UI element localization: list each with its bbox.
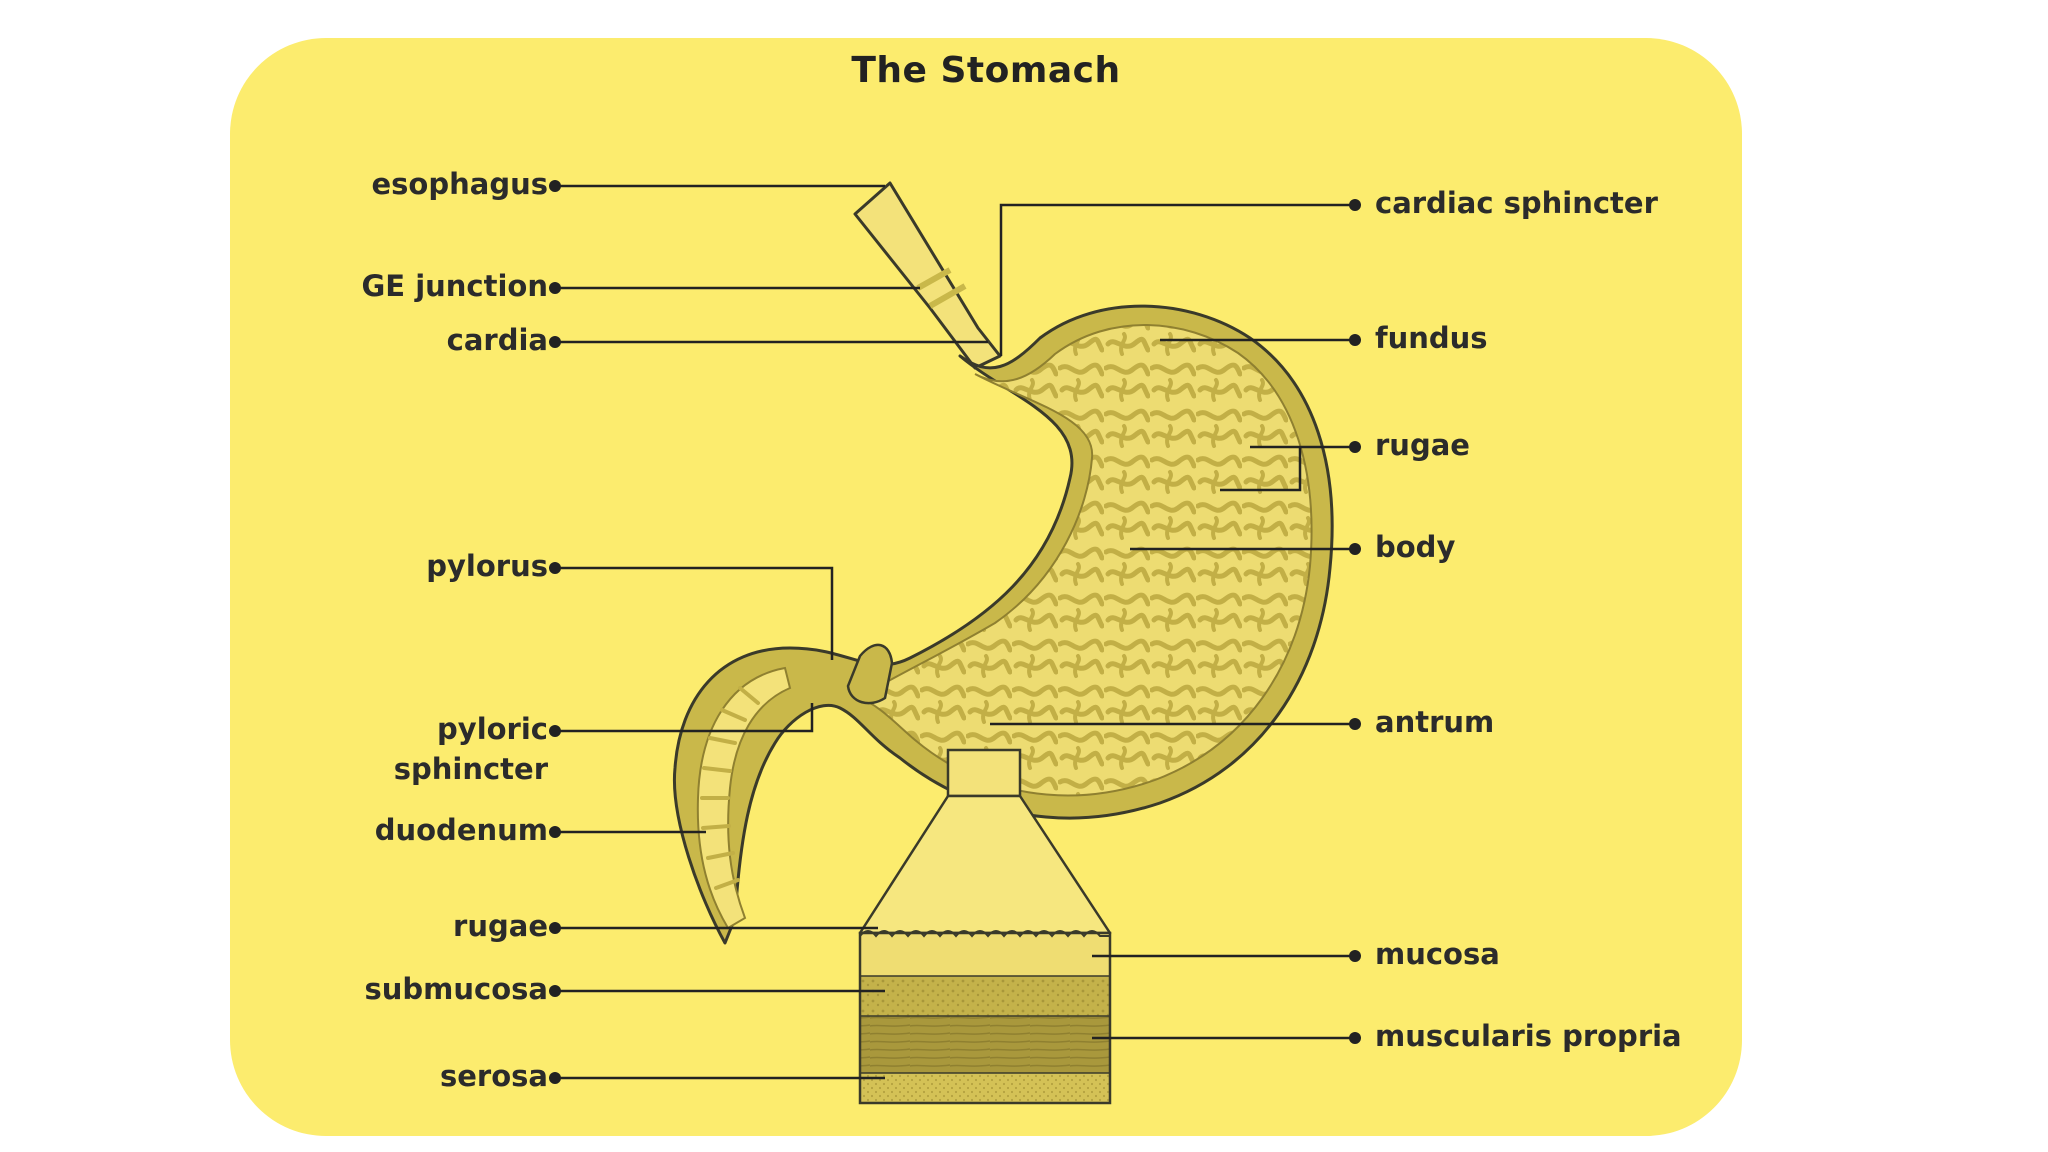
muscularis-layer <box>860 1016 1110 1073</box>
submucosa-layer <box>860 976 1110 1016</box>
serosa-layer <box>860 1073 1110 1103</box>
leader-dots-right <box>1349 199 1361 1044</box>
esophagus-shape <box>853 181 1002 370</box>
label-fundus: fundus <box>1375 321 1488 355</box>
label-serosa: serosa <box>440 1059 548 1093</box>
stomach-illustration <box>549 180 1361 1105</box>
label-ge-junction: GE junction <box>361 269 548 303</box>
label-rugae-left: rugae <box>453 909 548 943</box>
label-body: body <box>1375 530 1456 564</box>
label-duodenum: duodenum <box>374 813 548 847</box>
leader-lines-left <box>555 184 988 1080</box>
label-muscularis-propria: muscularis propria <box>1375 1019 1682 1053</box>
diagram-title: The Stomach <box>851 50 1121 91</box>
tissue-section <box>858 748 1112 1105</box>
label-pylorus: pylorus <box>426 549 548 583</box>
duodenum-fold-lines <box>700 686 760 890</box>
leader-lines-right <box>990 203 1355 1040</box>
label-cardiac-sphincter: cardiac sphincter <box>1375 186 1658 220</box>
stomach-diagram-panel: The Stomach esophagus GE junction cardia… <box>230 38 1742 1136</box>
label-pyloric-sphincter-line2: sphincter <box>393 752 548 786</box>
label-rugae-right: rugae <box>1375 428 1470 462</box>
pyloric-sphincter-shape <box>846 643 894 705</box>
label-submucosa: submucosa <box>364 972 548 1006</box>
label-pyloric-sphincter-line1: pyloric <box>437 712 548 746</box>
label-esophagus: esophagus <box>371 167 549 201</box>
label-mucosa: mucosa <box>1375 937 1500 971</box>
leader-dots-left <box>549 180 561 1084</box>
mucosa-layer <box>860 933 1110 976</box>
stomach-lumen-shape <box>857 324 1313 797</box>
label-cardia: cardia <box>446 323 548 357</box>
label-antrum: antrum <box>1375 705 1495 739</box>
